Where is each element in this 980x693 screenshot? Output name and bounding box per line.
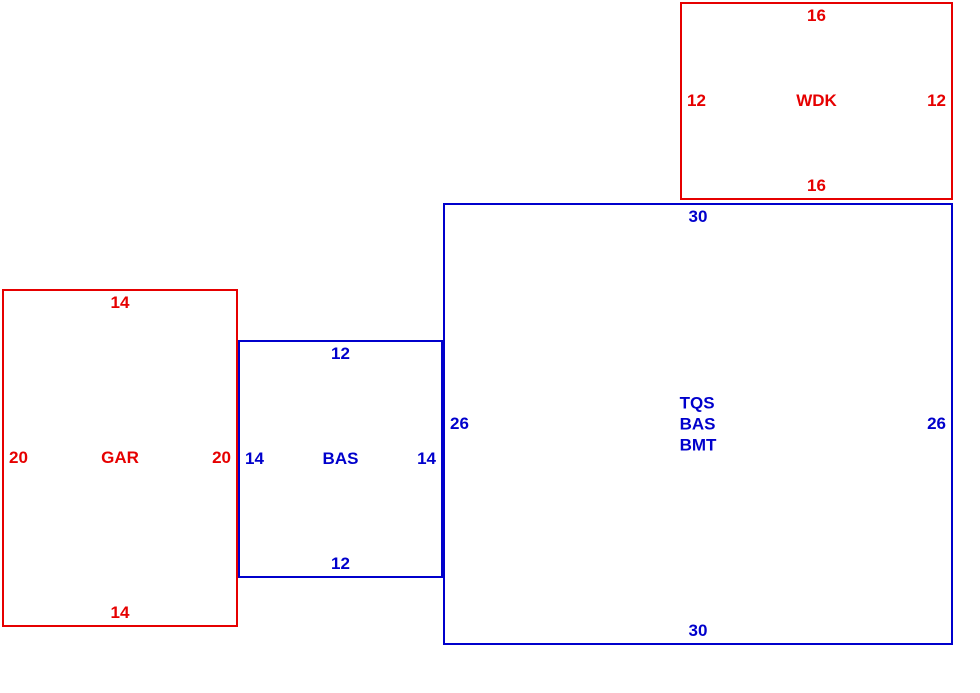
gar-room-label: GAR <box>101 448 139 467</box>
gar-bottom-dimension: 14 <box>110 603 130 622</box>
bas-room-label: BAS <box>322 449 359 468</box>
gar-left-dimension: 20 <box>9 448 28 467</box>
main-bottom-dimension: 30 <box>688 621 708 640</box>
wdk-right-dimension: 12 <box>927 91 946 110</box>
wdk-top-dimension: 16 <box>807 6 826 25</box>
bas-top-dimension: 12 <box>331 344 350 363</box>
main-left-dimension: 26 <box>450 414 469 433</box>
bas-right-dimension: 14 <box>417 449 436 468</box>
main-right-dimension: 26 <box>927 414 946 433</box>
wdk-room-label: WDK <box>796 91 837 110</box>
main-room-label: TQS BAS BMT <box>680 393 717 456</box>
bas-bottom-dimension: 12 <box>331 554 350 573</box>
wdk-left-dimension: 12 <box>687 91 706 110</box>
main-top-dimension: 30 <box>688 207 708 226</box>
gar-top-dimension: 14 <box>110 293 130 312</box>
room-gar: 14 14 20 20 GAR <box>2 289 238 627</box>
bas-left-dimension: 14 <box>245 449 264 468</box>
main-room-label-line-1: TQS <box>679 393 715 413</box>
main-room-label-line-3: BMT <box>679 435 717 455</box>
main-room-label-line-2: BAS <box>679 414 716 434</box>
gar-right-dimension: 20 <box>212 448 231 467</box>
room-wdk: 16 16 12 12 WDK <box>680 2 953 200</box>
wdk-bottom-dimension: 16 <box>807 176 826 195</box>
room-bas: 12 12 14 14 BAS <box>238 340 443 578</box>
room-main-tqs-bas-bmt: 30 30 26 26 TQS BAS BMT <box>443 203 953 645</box>
